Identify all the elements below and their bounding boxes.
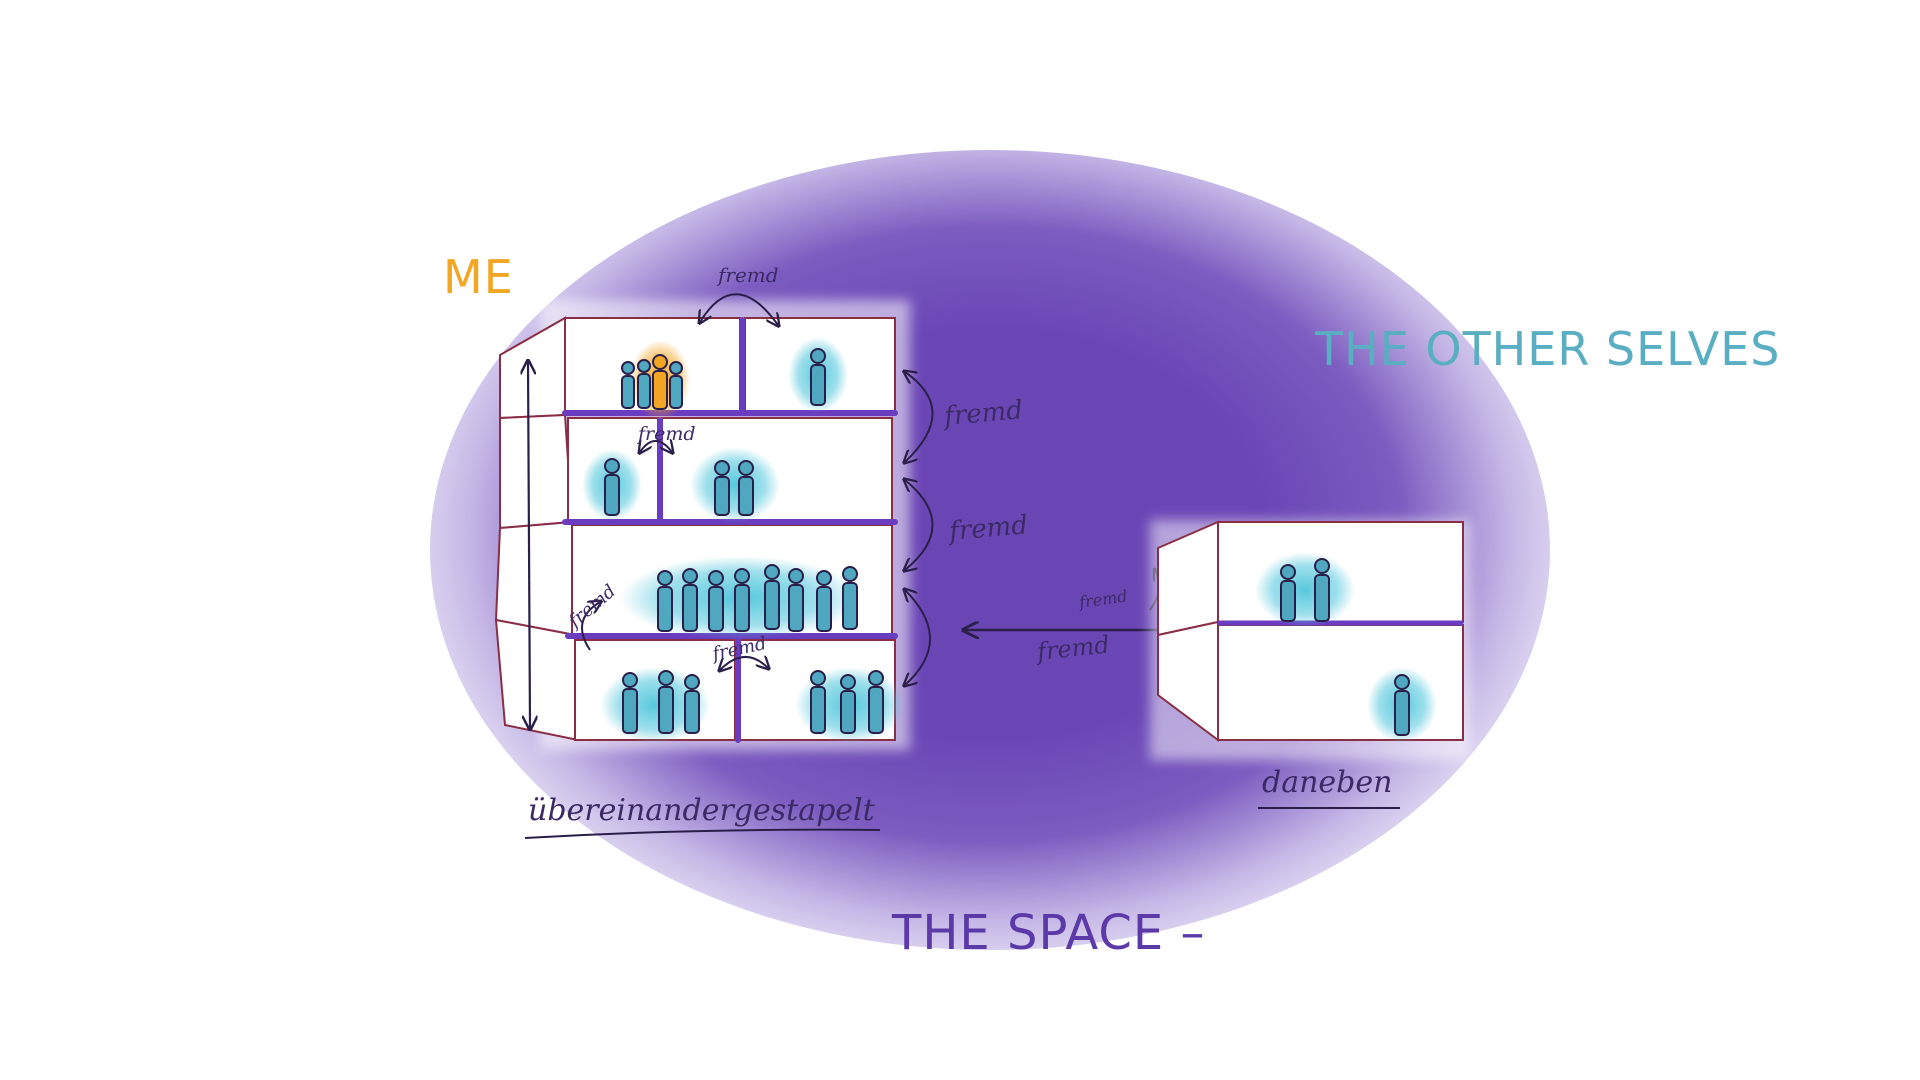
side-face-4 [494,618,580,742]
stacked-underline [524,828,881,839]
fremd-label-top: fremd [716,263,779,287]
me-label: ME [443,250,514,304]
beside-people [1255,552,1437,743]
side-face-3 [494,520,577,637]
side-curves [581,293,934,685]
people [582,337,905,743]
fremd-label-right-2: fremd [946,510,1029,547]
other-selves-label: THE OTHER SELVES [1315,322,1781,376]
fremd-label-small: fremd [1077,586,1129,612]
beside-caption: daneben [1262,765,1392,800]
side-face-2 [499,413,574,530]
fremd-label-row2: fremd [636,423,696,445]
stacked-caption: übereinandergestapelt [528,793,876,828]
me-group [621,354,683,410]
side-face-1 [499,316,566,420]
space-label: THE SPACE – [892,905,1206,961]
vertical-stack-arrow [528,362,530,728]
fremd-label-between: fremd [1034,631,1111,667]
fremd-label-right-1: fremd [941,395,1024,432]
